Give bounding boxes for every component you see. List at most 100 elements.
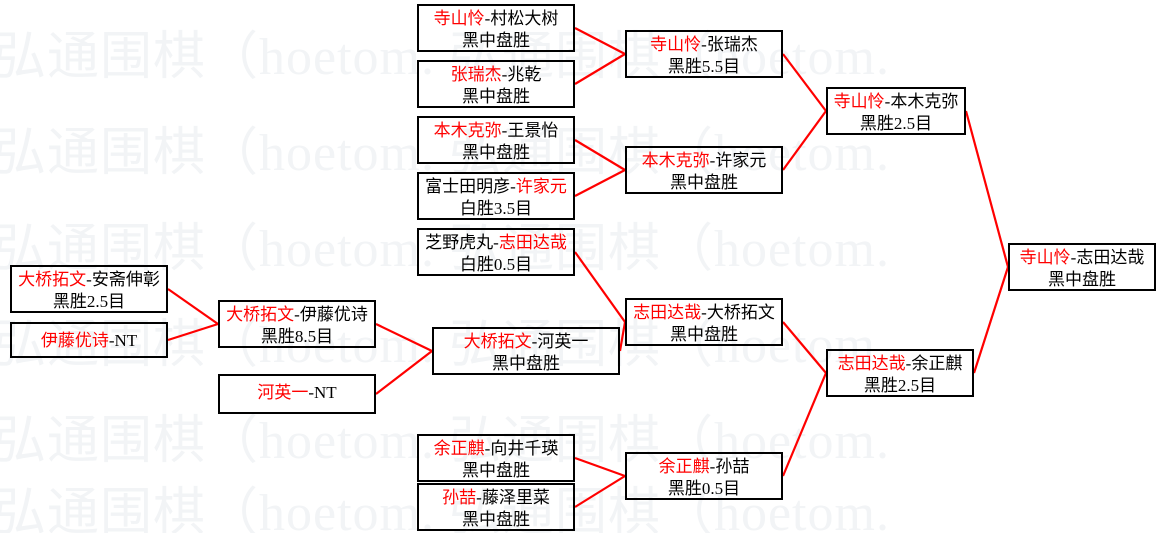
match-box[interactable]: 志田达哉-大桥拓文黑中盘胜 [625,298,783,346]
match-box[interactable]: 芝野虎丸-志田达哉白胜0.5目 [417,228,575,276]
match-players: 芝野虎丸-志田达哉 [419,232,573,254]
match-box[interactable]: 大桥拓文-伊藤优诗黑胜8.5目 [218,300,376,348]
match-players: 寺山怜-村松大树 [419,8,573,30]
match-box[interactable]: 伊藤优诗-NT [10,322,168,358]
player-separator: - [86,270,92,289]
loser-name: 安斋伸彰 [91,270,160,289]
match-result: 黑胜0.5目 [667,478,741,498]
match-box[interactable]: 余正麒-向井千瑛黑中盘胜 [417,434,575,482]
winner-name: 余正麒 [433,439,485,458]
winner-name: 寺山怜 [650,35,702,54]
match-box[interactable]: 余正麒-孙喆黑胜0.5目 [625,452,783,500]
match-players: 志田达哉-余正麒 [828,353,972,375]
match-players: 孙喆-藤泽里菜 [419,487,573,509]
loser-name: 余正麒 [911,354,963,373]
match-result: 黑中盘胜 [670,172,738,192]
winner-name: 志田达哉 [633,303,702,322]
player-separator: - [701,303,707,322]
bracket-connector [574,53,626,85]
player-separator: - [709,151,716,170]
player-separator: - [905,354,912,373]
winner-name: 寺山怜 [833,92,885,111]
player-separator: - [108,331,115,350]
match-players: 志田达哉-大桥拓文 [627,302,781,324]
bracket-connector [574,27,626,55]
match-box[interactable]: 富士田明彦-许家元白胜3.5目 [417,172,575,220]
match-result: 黑胜2.5目 [863,375,937,395]
match-box[interactable]: 寺山怜-村松大树黑中盘胜 [417,4,575,52]
player-separator: - [308,383,314,402]
match-players: 河英一-NT [220,378,374,404]
match-box[interactable]: 大桥拓文-安斋伸彰黑胜2.5目 [10,265,168,313]
player-separator: - [510,177,516,196]
match-players: 富士田明彦-许家元 [419,176,573,198]
player-separator: - [493,233,499,252]
match-box[interactable]: 志田达哉-余正麒黑胜2.5目 [826,349,974,397]
match-players: 本木克弥-王景怡 [419,120,573,142]
loser-name: NT [314,383,337,402]
match-players: 寺山怜-志田达哉 [1010,247,1154,269]
player-separator: - [709,457,716,476]
bracket-connector [574,456,626,478]
match-players: 余正麒-向井千瑛 [419,438,573,460]
loser-name: 伊藤优诗 [299,305,368,324]
match-result: 黑中盘胜 [462,460,530,480]
match-box[interactable]: 寺山怜-张瑞杰黑胜5.5目 [625,30,783,78]
bracket-connector [167,288,219,325]
bracket-connector [782,110,827,171]
loser-name: 富士田明彦 [425,177,511,196]
winner-name: 许家元 [515,177,567,196]
match-box[interactable]: 孙喆-藤泽里菜黑中盘胜 [417,483,575,531]
player-separator: - [1070,248,1077,267]
loser-name: 大桥拓文 [706,303,775,322]
match-result: 黑中盘胜 [462,30,530,50]
winner-name: 伊藤优诗 [40,331,109,350]
bracket-connector [781,372,828,477]
match-result: 黑中盘胜 [1048,269,1116,289]
match-players: 寺山怜-本木克弥 [828,91,964,113]
bracket-connector [375,350,433,395]
winner-name: 志田达哉 [498,233,567,252]
match-result: 黑中盘胜 [462,509,530,529]
loser-name: 孙喆 [715,457,750,476]
bracket-connector [167,322,219,342]
winner-name: 志田达哉 [837,354,906,373]
match-players: 本木克弥-许家元 [627,150,781,172]
bracket-connector [574,139,626,171]
match-box[interactable]: 大桥拓文-河英一黑中盘胜 [432,327,620,375]
player-separator: - [484,9,491,28]
match-box[interactable]: 本木克弥-王景怡黑中盘胜 [417,116,575,164]
match-result: 黑胜2.5目 [52,291,126,311]
match-players: 大桥拓文-安斋伸彰 [12,269,166,291]
loser-name: 志田达哉 [1076,248,1145,267]
loser-name: 藤泽里菜 [481,488,550,507]
match-result: 黑中盘胜 [462,142,530,162]
player-separator: - [501,65,508,84]
match-box[interactable]: 本木克弥-许家元黑中盘胜 [625,146,783,194]
winner-name: 河英一 [257,383,309,402]
winner-name: 寺山怜 [433,9,485,28]
player-separator: - [884,92,891,111]
winner-name: 本木克弥 [641,151,710,170]
match-result: 黑胜2.5目 [859,113,933,133]
loser-name: 河英一 [537,332,589,351]
bracket-connector [574,251,626,323]
match-result: 黑中盘胜 [670,324,738,344]
loser-name: NT [114,331,138,350]
match-box[interactable]: 张瑞杰-兆乾黑中盘胜 [417,60,575,108]
match-box[interactable]: 寺山怜-本木克弥黑胜2.5目 [826,87,966,135]
player-separator: - [294,305,300,324]
match-box[interactable]: 河英一-NT [218,374,376,414]
winner-name: 余正麒 [658,457,710,476]
match-players: 大桥拓文-河英一 [434,331,618,353]
winner-name: 大桥拓文 [226,305,295,324]
loser-name: 村松大树 [490,9,559,28]
player-separator: - [484,439,491,458]
loser-name: 许家元 [715,151,767,170]
match-box[interactable]: 寺山怜-志田达哉黑中盘胜 [1008,243,1156,291]
match-players: 伊藤优诗-NT [12,326,166,352]
match-result: 黑胜5.5目 [667,56,741,76]
bracket-connector [574,475,626,508]
player-separator: - [476,488,482,507]
player-separator: - [531,332,538,351]
